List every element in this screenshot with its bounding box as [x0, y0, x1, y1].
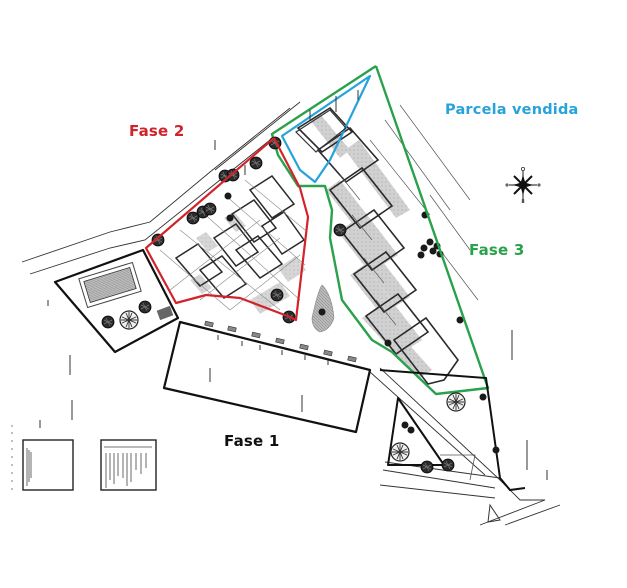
fase3-area: [270, 64, 490, 396]
north-arrow-icon: [505, 166, 541, 203]
central-island: [311, 284, 335, 333]
title-block-left: [22, 439, 74, 491]
fase1-area: [162, 320, 372, 434]
fase2-area: [144, 136, 310, 324]
southeast-area: [379, 369, 526, 523]
fase2-boundary: [144, 137, 310, 322]
label-fase2: Fase 2: [129, 122, 185, 140]
fase3-boundary: [270, 64, 490, 396]
label-fase1: Fase 1: [224, 432, 280, 450]
parcela-vendida-area: [280, 74, 372, 184]
label-parcela-vendida: Parcela vendida: [445, 102, 579, 118]
label-fase3: Fase 3: [469, 241, 525, 259]
title-block-right: [100, 439, 157, 491]
pool-area: [53, 248, 180, 354]
